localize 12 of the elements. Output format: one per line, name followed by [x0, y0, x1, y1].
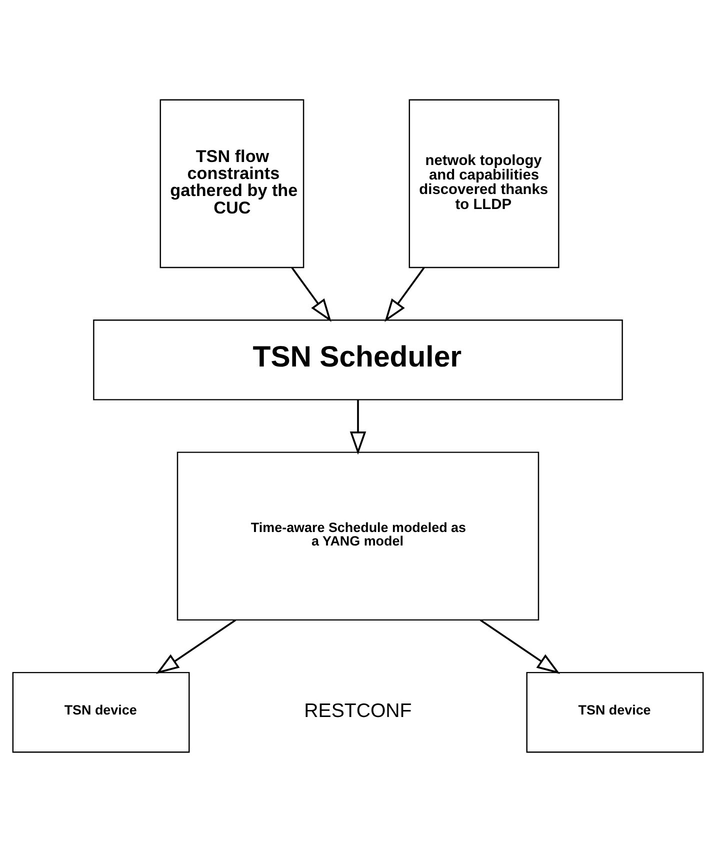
label: RESTCONF	[304, 700, 412, 722]
node-box: Time-aware Schedule modeled as a YANG model	[176, 452, 540, 621]
node-box: TSN device	[12, 672, 190, 753]
node-box: TSN device	[526, 672, 704, 753]
node-box: netwok topology and capabilities discovered thanks to LLDP	[408, 99, 560, 268]
node-box: TSN Scheduler	[93, 320, 623, 400]
arrow	[156, 619, 236, 674]
arrow	[291, 267, 332, 322]
node-box: TSN flow constraints gathered by the CUC	[160, 99, 304, 268]
arrow	[350, 400, 366, 455]
arrow	[480, 619, 560, 674]
arrow	[384, 267, 425, 322]
